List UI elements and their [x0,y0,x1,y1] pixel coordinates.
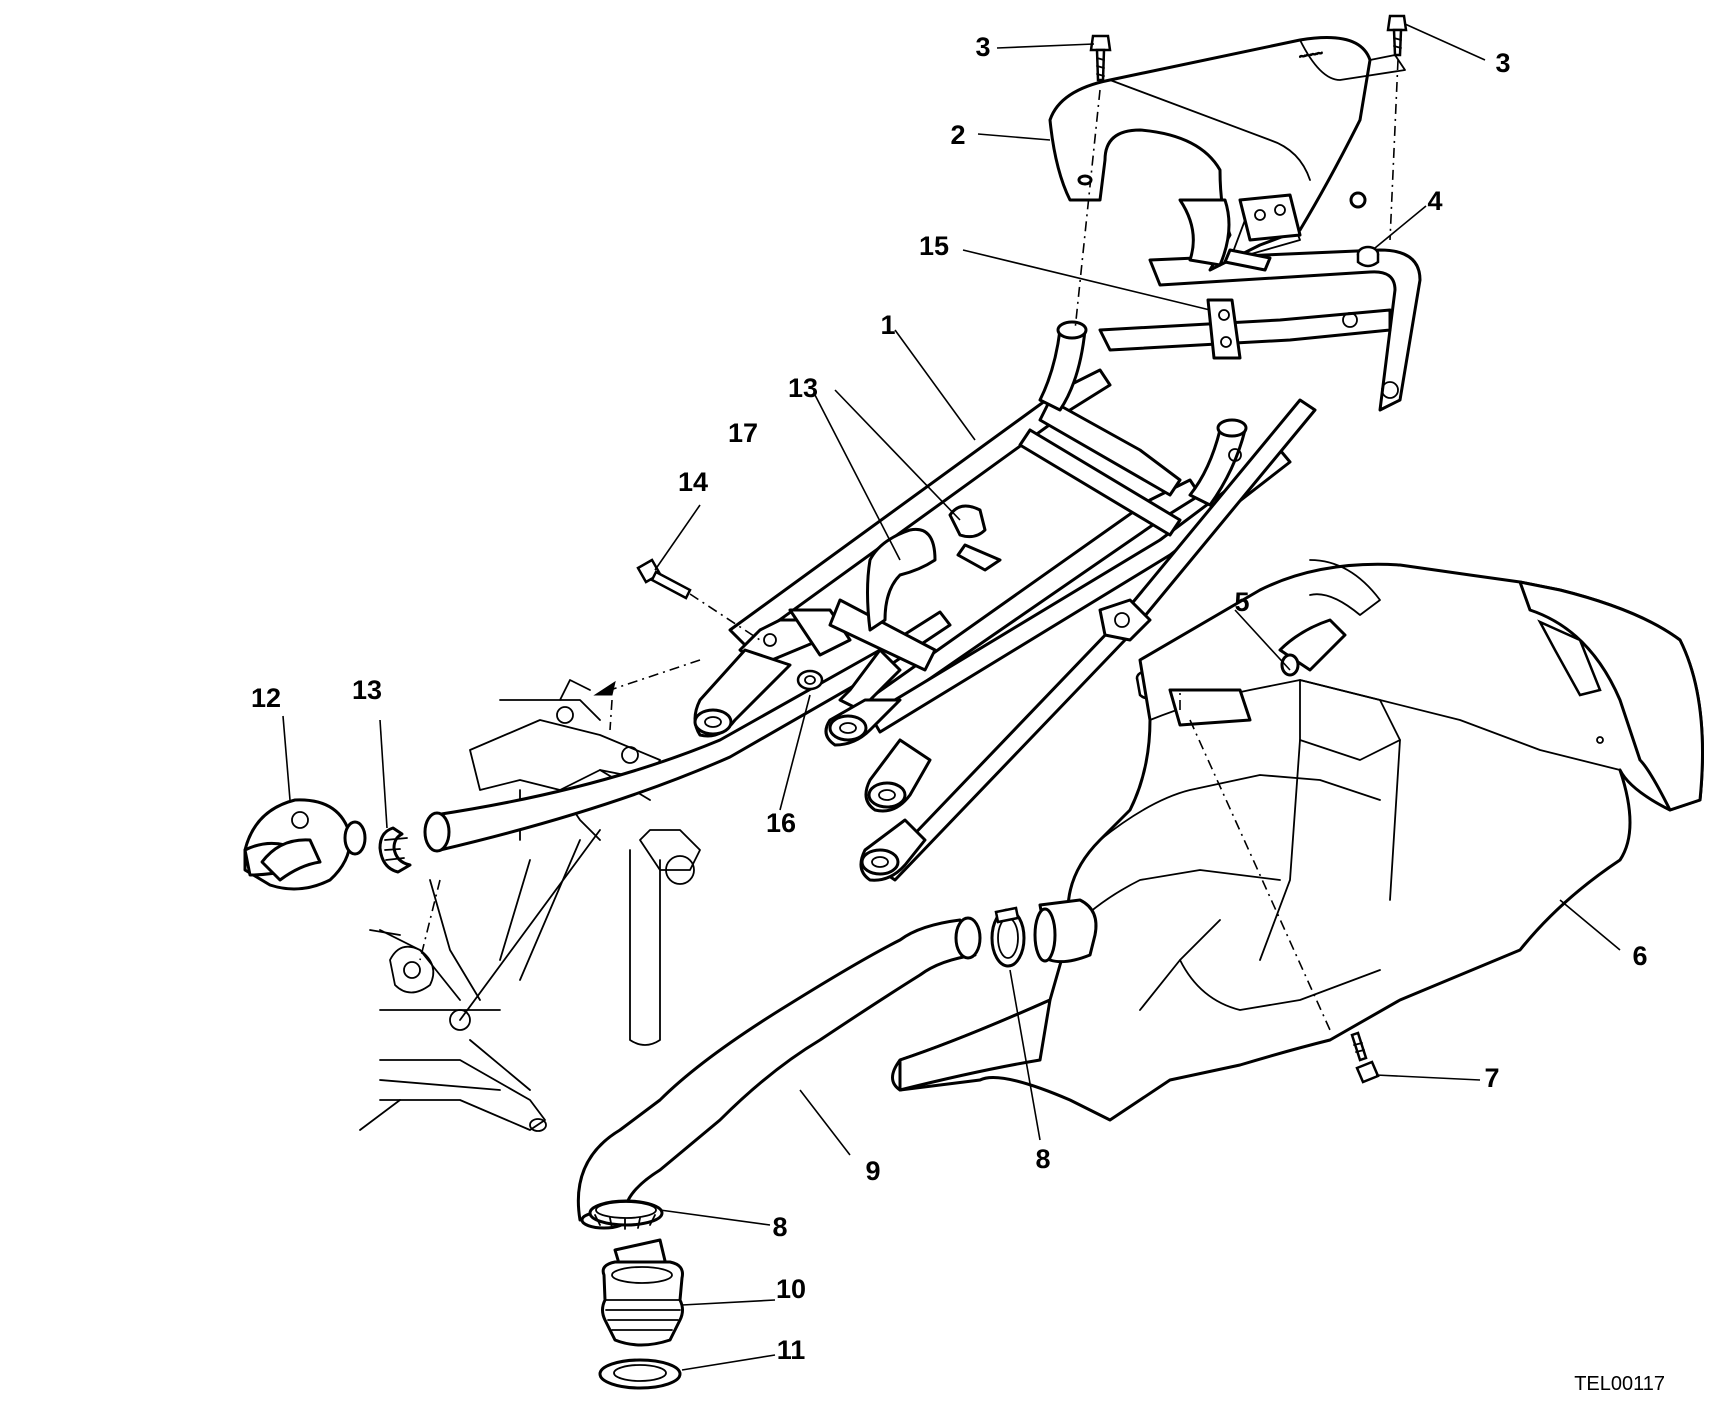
filler-neck [601,1238,684,1347]
hose-clamp-lower [588,1199,664,1230]
callout-14: 14 [678,467,708,497]
callout-13-left: 13 [352,675,382,705]
fuel-cap [243,798,367,891]
bolt-14 [636,558,761,641]
nut-16 [796,669,824,691]
callout-1: 1 [880,310,895,340]
hose-clamp-upper [990,906,1026,968]
screw-7 [1350,1031,1380,1084]
assembly-arrow [593,659,701,731]
nut [1356,245,1380,268]
rear-subframe [693,248,1422,882]
callout-17: 17 [728,418,758,448]
callout-3-left: 3 [975,32,990,62]
bolt-left [1089,34,1112,82]
svg-text:~~~~: ~~~~ [1299,48,1324,63]
mounting-plate [1206,298,1242,360]
bolt-right [1386,14,1408,57]
callout-12: 12 [251,683,281,713]
callout-16: 16 [766,808,796,838]
rear-bracket: ~~~~ [1048,36,1406,272]
callout-7: 7 [1484,1063,1499,1093]
callout-numbers: 1 2 3 3 4 5 6 7 8 8 9 10 11 12 13 13 14 … [251,32,1648,1365]
clip-left [378,826,412,874]
callout-8-upper: 8 [1035,1144,1050,1174]
leader-lines [282,23,1621,1371]
callout-8-lower: 8 [772,1212,787,1242]
callout-10: 10 [776,1274,806,1304]
callout-13-upper: 13 [788,373,818,403]
callout-15: 15 [919,231,949,261]
callout-2: 2 [950,120,965,150]
frame-tube [423,610,952,853]
callout-3-right: 3 [1495,48,1510,78]
gasket [598,1358,682,1390]
callout-11: 11 [777,1335,806,1365]
callout-9: 9 [865,1156,880,1186]
drawing-code: TEL00117 [1574,1373,1665,1395]
callout-4: 4 [1427,186,1442,216]
fuel-tank [891,559,1704,1122]
main-frame-section [359,679,701,1132]
callout-5: 5 [1234,587,1249,617]
callout-6: 6 [1632,941,1647,971]
